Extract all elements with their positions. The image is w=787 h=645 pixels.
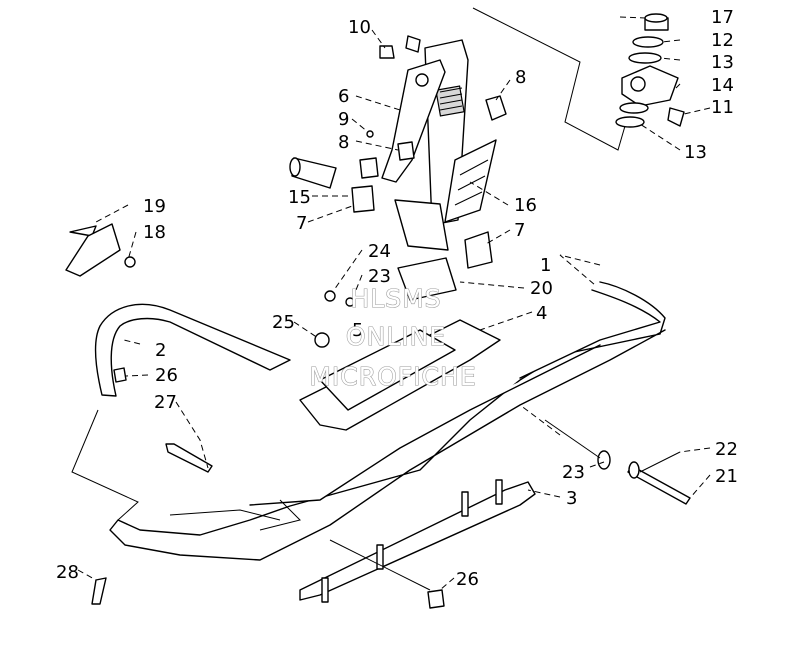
callout-7-right: 7 — [514, 220, 525, 241]
callout-27: 27 — [154, 392, 177, 413]
washer-part-12 — [632, 36, 664, 48]
cotter-part-22 — [639, 451, 681, 473]
washer-part-13a — [628, 52, 662, 64]
ski-part-1 — [109, 281, 666, 561]
callout-16: 16 — [514, 195, 537, 216]
bushing-part-7a — [351, 185, 375, 213]
nut-part-25 — [314, 332, 330, 348]
spindle-lower — [394, 199, 449, 251]
nut-part-26a — [113, 367, 127, 383]
callout-3: 3 — [566, 488, 577, 509]
callout-11: 11 — [711, 97, 734, 118]
callout-18: 18 — [143, 222, 166, 243]
grease-fitting-part-9 — [366, 130, 374, 138]
leader-lines — [71, 16, 711, 591]
callout-8-mid: 8 — [338, 132, 349, 153]
callout-28: 28 — [56, 562, 79, 583]
clamp-assembly — [615, 13, 685, 128]
watermark-line-3: MICROFICHE — [309, 362, 476, 391]
runner-part-3 — [299, 479, 536, 603]
nut-part-24 — [324, 290, 336, 302]
bolt-part-28 — [91, 577, 107, 605]
watermark: HLSMS ONLINE MICROFICHE — [309, 283, 476, 391]
bolt-part-27 — [165, 443, 213, 473]
callout-13-bottom: 13 — [684, 142, 707, 163]
clamp-part-14 — [621, 65, 679, 107]
watermark-line-2: ONLINE — [346, 322, 446, 351]
callout-labels: 10 17 12 13 14 11 13 8 6 9 8 15 16 7 7 1… — [56, 7, 738, 590]
callout-4: 4 — [536, 303, 547, 324]
callout-23-top: 23 — [368, 266, 391, 287]
nut-part-26b — [427, 589, 445, 609]
callout-26-left: 26 — [155, 365, 178, 386]
callout-8-top: 8 — [515, 67, 526, 88]
callout-2: 2 — [155, 340, 166, 361]
nut-part-10 — [379, 45, 395, 59]
callout-1: 1 — [540, 255, 551, 276]
callout-19: 19 — [143, 196, 166, 217]
callout-13-top: 13 — [711, 52, 734, 73]
callout-24: 24 — [368, 241, 391, 262]
callout-20: 20 — [530, 278, 553, 299]
callout-6: 6 — [338, 86, 349, 107]
watermark-line-1: HLSMS — [350, 284, 441, 313]
bracket-part-19 — [65, 223, 136, 277]
callout-5: 5 — [352, 320, 363, 341]
arm-part-6 — [381, 59, 446, 183]
callout-23-bottom: 23 — [562, 462, 585, 483]
bushing-part-8b — [397, 141, 415, 161]
callout-7-left: 7 — [296, 213, 307, 234]
callout-22: 22 — [715, 439, 738, 460]
callout-17: 17 — [711, 7, 734, 28]
callout-9: 9 — [338, 109, 349, 130]
bushing-part-8a — [485, 95, 507, 121]
callout-25: 25 — [272, 312, 295, 333]
bolt-part-11 — [667, 107, 685, 127]
callout-21: 21 — [715, 466, 738, 487]
callout-26-bottom: 26 — [456, 569, 479, 590]
callout-10: 10 — [348, 17, 371, 38]
callout-15: 15 — [288, 187, 311, 208]
saddle-part-4 — [299, 319, 501, 431]
washer-part-23a — [345, 297, 355, 307]
pad-part-20 — [397, 257, 457, 301]
callout-12: 12 — [711, 30, 734, 51]
handle-part-2 — [94, 303, 291, 397]
callout-14: 14 — [711, 75, 734, 96]
bushing-part-7b — [464, 231, 493, 269]
washer-part-13b — [615, 116, 645, 128]
washer-part-23b — [597, 450, 611, 470]
